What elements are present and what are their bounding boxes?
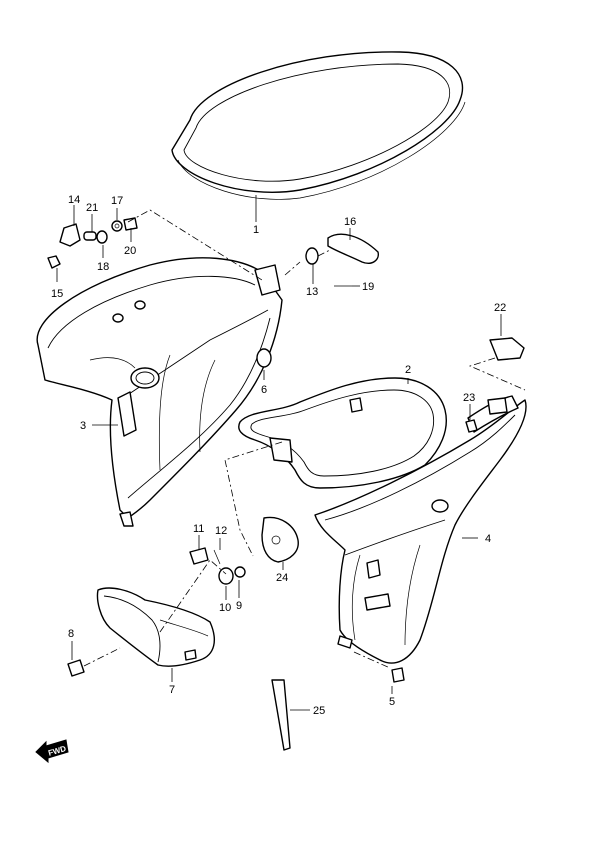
callout-23: 23 (463, 392, 475, 404)
leader-lines (56, 195, 502, 711)
callout-13: 13 (306, 286, 318, 298)
callout-10: 10 (219, 602, 231, 614)
callout-18: 18 (97, 261, 109, 273)
callout-5: 5 (389, 696, 395, 708)
callout-14: 14 (68, 194, 80, 206)
callout-24: 24 (276, 572, 288, 584)
callout-2: 2 (405, 364, 411, 376)
callout-12: 12 (215, 525, 227, 537)
callout-15: 15 (51, 288, 63, 300)
callout-7: 7 (169, 684, 175, 696)
hardware-parts (47, 217, 525, 751)
left-side-cover-part (36, 257, 283, 527)
seal-ring-part (171, 51, 466, 200)
assembly-lines (83, 209, 526, 669)
callout-4: 4 (485, 533, 491, 545)
callout-16: 16 (344, 216, 356, 228)
callout-25: 25 (313, 705, 325, 717)
callout-11: 11 (193, 523, 204, 535)
right-side-cover-part (314, 395, 527, 664)
callout-3: 3 (80, 420, 86, 432)
callout-1: 1 (253, 224, 259, 236)
callout-19: 19 (362, 281, 374, 293)
lower-bracket-part (96, 587, 216, 667)
callout-20: 20 (124, 245, 136, 257)
fwd-arrow-icon: FWD (35, 739, 69, 764)
callout-9: 9 (236, 600, 242, 612)
callout-22: 22 (494, 302, 506, 314)
callout-6: 6 (261, 384, 267, 396)
callout-21: 21 (86, 202, 98, 214)
callout-17: 17 (111, 195, 123, 207)
callout-labels: 1 2 3 4 5 6 7 8 9 10 11 12 13 14 15 16 1… (51, 194, 506, 717)
callout-8: 8 (68, 628, 74, 640)
